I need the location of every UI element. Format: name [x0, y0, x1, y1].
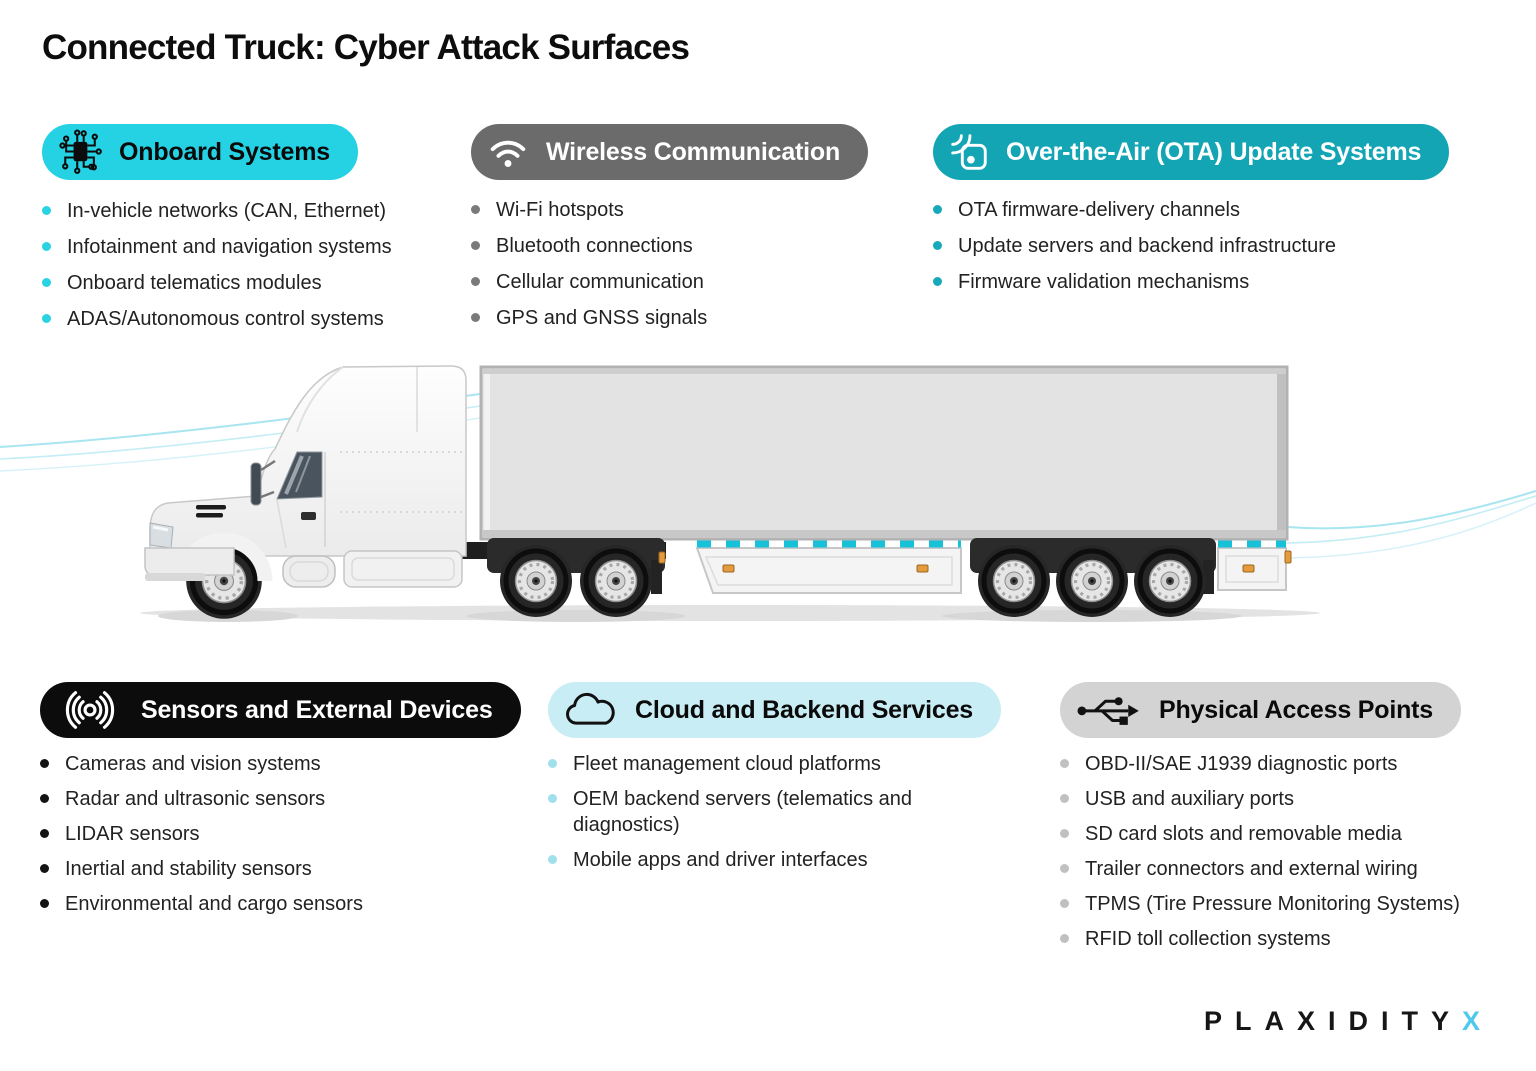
ota-update-icon [947, 130, 991, 174]
bullet-dot [42, 242, 51, 251]
list-item: RFID toll collection systems [1060, 926, 1536, 952]
list-item: GPS and GNSS signals [471, 305, 921, 331]
bullet-dot [1060, 864, 1069, 873]
bullet-dot [1060, 934, 1069, 943]
list-item: Cellular communication [471, 269, 921, 295]
section-label: Over-the-Air (OTA) Update Systems [1006, 137, 1422, 166]
wireless-communication-list: Wi-Fi hotspots Bluetooth connections Cel… [471, 197, 921, 331]
truck-illustration [0, 365, 1536, 622]
section-label: Physical Access Points [1159, 695, 1433, 724]
list-item: OEM backend servers (telematics and diag… [548, 786, 920, 838]
list-item: Onboard telematics modules [42, 270, 472, 296]
list-item: Update servers and backend infrastructur… [933, 233, 1513, 259]
list-item: Cameras and vision systems [40, 751, 550, 777]
bullet-dot [40, 864, 49, 873]
bullet-dot [548, 794, 557, 803]
list-item: Firmware validation mechanisms [933, 269, 1513, 295]
bullet-dot [40, 829, 49, 838]
bullet-dot [40, 794, 49, 803]
list-item: Bluetooth connections [471, 233, 921, 259]
bullet-dot [471, 277, 480, 286]
list-item: SD card slots and removable media [1060, 821, 1536, 847]
section-label: Cloud and Backend Services [635, 695, 973, 724]
list-item: TPMS (Tire Pressure Monitoring Systems) [1060, 891, 1536, 917]
onboard-systems-list: In-vehicle networks (CAN, Ethernet) Info… [42, 198, 472, 332]
list-item: Fleet management cloud platforms [548, 751, 920, 777]
bullet-dot [933, 205, 942, 214]
logo-accent-letter: X [1461, 1006, 1493, 1036]
section-ota-update-systems: Over-the-Air (OTA) Update Systems OTA fi… [933, 124, 1513, 305]
physical-access-points-pill: Physical Access Points [1060, 682, 1461, 738]
bullet-dot [1060, 794, 1069, 803]
section-sensors-external-devices: Sensors and External Devices Cameras and… [40, 682, 550, 926]
list-item: Mobile apps and driver interfaces [548, 847, 920, 873]
wifi-icon [485, 129, 531, 175]
bullet-dot [471, 241, 480, 250]
bullet-dot [933, 241, 942, 250]
bullet-dot [471, 205, 480, 214]
section-cloud-backend-services: Cloud and Backend Services Fleet managem… [548, 682, 1034, 882]
sensors-external-devices-pill: Sensors and External Devices [40, 682, 521, 738]
onboard-systems-pill: Onboard Systems [42, 124, 358, 180]
bullet-dot [42, 206, 51, 215]
wireless-communication-pill: Wireless Communication [471, 124, 869, 180]
list-item: USB and auxiliary ports [1060, 786, 1536, 812]
ota-update-systems-pill: Over-the-Air (OTA) Update Systems [933, 124, 1450, 180]
section-onboard-systems: Onboard Systems In-vehicle networks (CAN… [42, 124, 472, 342]
list-item: Trailer connectors and external wiring [1060, 856, 1536, 882]
list-item: Infotainment and navigation systems [42, 234, 472, 260]
sensor-waves-icon [54, 688, 126, 732]
bullet-dot [548, 759, 557, 768]
bullet-dot [42, 278, 51, 287]
list-item: OTA firmware-delivery channels [933, 197, 1513, 223]
cloud-icon [562, 689, 620, 731]
sensors-external-devices-list: Cameras and vision systems Radar and ult… [40, 751, 550, 917]
trailer-box [479, 365, 1289, 541]
list-item: In-vehicle networks (CAN, Ethernet) [42, 198, 472, 224]
section-physical-access-points: Physical Access Points OBD-II/SAE J1939 … [1060, 682, 1536, 961]
plaxidityx-logo: PLAXIDITYX [1204, 1006, 1493, 1037]
physical-access-points-list: OBD-II/SAE J1939 diagnostic ports USB an… [1060, 751, 1536, 952]
bullet-dot [1060, 829, 1069, 838]
bullet-dot [42, 314, 51, 323]
bullet-dot [1060, 899, 1069, 908]
list-item: OBD-II/SAE J1939 diagnostic ports [1060, 751, 1536, 777]
cloud-backend-services-list: Fleet management cloud platforms OEM bac… [548, 751, 920, 873]
bullet-dot [471, 313, 480, 322]
section-label: Sensors and External Devices [141, 695, 493, 724]
usb-icon [1074, 689, 1144, 731]
ota-update-systems-list: OTA firmware-delivery channels Update se… [933, 197, 1513, 295]
list-item: Radar and ultrasonic sensors [40, 786, 550, 812]
bullet-dot [40, 759, 49, 768]
bullet-dot [40, 899, 49, 908]
list-item: Environmental and cargo sensors [40, 891, 550, 917]
list-item: ADAS/Autonomous control systems [42, 306, 472, 332]
list-item: Wi-Fi hotspots [471, 197, 921, 223]
bullet-dot [548, 855, 557, 864]
section-label: Wireless Communication [546, 137, 841, 166]
bullet-dot [933, 277, 942, 286]
list-item: Inertial and stability sensors [40, 856, 550, 882]
section-label: Onboard Systems [119, 137, 330, 166]
section-wireless-communication: Wireless Communication Wi-Fi hotspots Bl… [471, 124, 921, 341]
page-title: Connected Truck: Cyber Attack Surfaces [42, 28, 690, 67]
logo-brand-text: PLAXIDITY [1203, 1006, 1462, 1036]
chip-icon [56, 128, 104, 176]
bullet-dot [1060, 759, 1069, 768]
truck-cab [149, 365, 467, 557]
list-item: LIDAR sensors [40, 821, 550, 847]
cloud-backend-services-pill: Cloud and Backend Services [548, 682, 1001, 738]
